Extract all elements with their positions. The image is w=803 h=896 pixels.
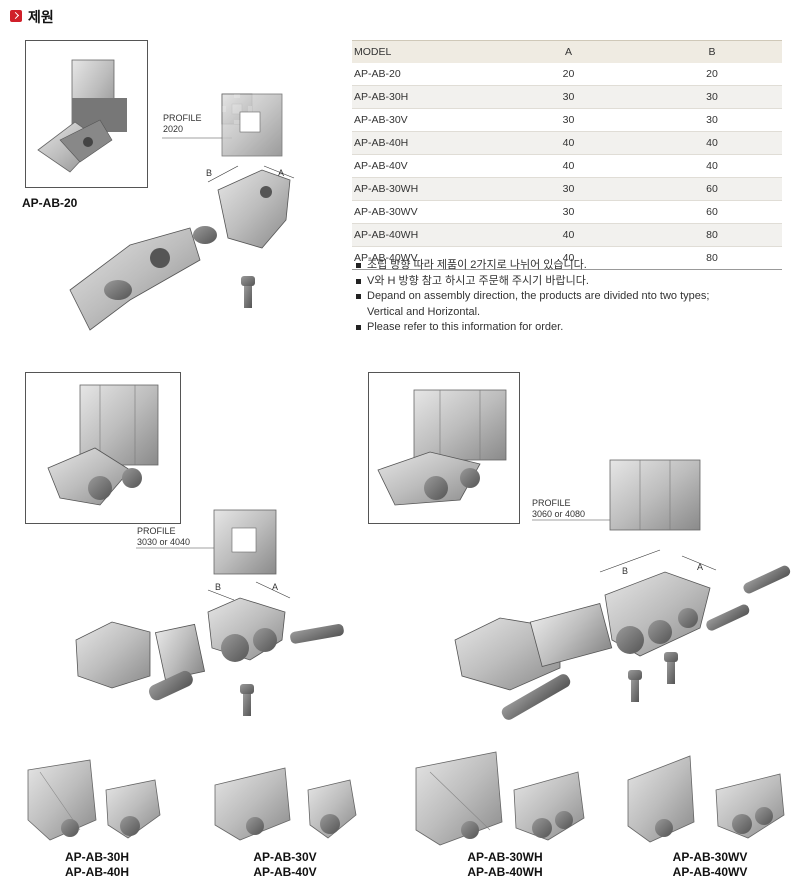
cell-model: AP-AB-30WH (352, 177, 495, 201)
caption-line: AP-AB-40WV (672, 865, 748, 879)
profile-label-size: 3030 or 4040 (137, 537, 191, 547)
profile-label: PROFILE 3030 or 4040 (137, 526, 190, 548)
cell-b: 40 (642, 131, 782, 155)
spec-table-header-row: MODEL A B (352, 40, 782, 63)
cell-b: 80 (642, 246, 782, 270)
note-item-continuation: Vertical and Horizontal. (367, 305, 481, 318)
cell-a: 30 (495, 85, 642, 109)
caption-group: AP-AB-30H AP-AB-40H (52, 850, 142, 880)
dim-b-label: B (206, 168, 213, 178)
dim-b-label: B (215, 582, 222, 592)
cell-a: 40 (495, 131, 642, 155)
caption-line: AP-AB-40WH (467, 865, 543, 879)
exploded-view-ap-ab-30w (454, 459, 791, 720)
cell-a: 40 (495, 246, 642, 270)
note-item: Please refer to this information for ord… (355, 320, 785, 336)
photo-ap-ab-30-illustration (47, 384, 159, 506)
cell-a: 30 (495, 108, 642, 132)
caption-group: AP-AB-30V AP-AB-40V (240, 850, 330, 880)
cell-model: AP-AB-40WH (352, 223, 495, 247)
col-header-a: A (495, 40, 642, 63)
notes-list: 조립 방향 따라 제품이 2가지로 나뉘어 있습니다. V와 H 방향 참고 하… (355, 258, 785, 336)
caption-line: AP-AB-40H (64, 865, 129, 879)
bottom-illustration-30wv (627, 755, 785, 843)
profile-label: PROFILE 3060 or 4080 (532, 498, 585, 520)
section-arrow-icon (10, 10, 22, 22)
cell-a: 40 (495, 223, 642, 247)
cell-a: 30 (495, 200, 642, 224)
photo-ap-ab-30w-illustration (377, 389, 507, 506)
cell-model: AP-AB-40V (352, 154, 495, 178)
caption-line: AP-AB-30V (253, 850, 317, 864)
profile-label-title: PROFILE (532, 498, 571, 508)
bottom-illustration-30v (214, 767, 357, 841)
note-item: V와 H 방향 참고 하시고 주문해 주시기 바랍니다. (355, 274, 785, 290)
caption-line: AP-AB-30WH (467, 850, 543, 864)
note-item: 조립 방향 따라 제품이 2가지로 나뉘어 있습니다. (355, 258, 785, 274)
caption-line: AP-AB-30WV (672, 850, 748, 864)
cell-b: 60 (642, 200, 782, 224)
cell-model: AP-AB-40WV (352, 246, 495, 270)
col-header-b: B (642, 40, 782, 63)
cell-b: 80 (642, 223, 782, 247)
bottom-illustration-30h (27, 759, 161, 841)
cell-model: AP-AB-20 (352, 63, 495, 86)
profile-label-size: 3060 or 4080 (532, 509, 586, 519)
cell-a: 30 (495, 177, 642, 201)
bottom-illustration-30wh (415, 751, 585, 846)
cell-b: 30 (642, 85, 782, 109)
col-header-model: MODEL (352, 40, 495, 63)
dim-b-label: B (622, 566, 629, 576)
dim-a-label: A (272, 582, 279, 592)
caption-line: AP-AB-30H (64, 850, 129, 864)
cell-a: 20 (495, 63, 642, 86)
cell-model: AP-AB-40H (352, 131, 495, 155)
cell-a: 40 (495, 154, 642, 178)
cell-model: AP-AB-30H (352, 85, 495, 109)
section-title: 제원 (28, 9, 54, 25)
dim-a-label: A (697, 562, 704, 572)
profile-label: PROFILE 2020 (163, 113, 202, 135)
profile-label-title: PROFILE (137, 526, 176, 536)
profile-label-size: 2020 (163, 124, 184, 134)
cell-b: 40 (642, 154, 782, 178)
note-item: Depand on assembly direction, the produc… (355, 289, 785, 305)
exploded-view-ap-ab-30 (75, 509, 344, 716)
exploded-view-ap-ab-20 (69, 93, 295, 331)
cell-b: 20 (642, 63, 782, 86)
cell-b: 60 (642, 177, 782, 201)
photo-ap-ab-20-illustration (37, 59, 127, 173)
cell-b: 30 (642, 108, 782, 132)
caption-group: AP-AB-30WV AP-AB-40WV (660, 850, 760, 880)
cell-model: AP-AB-30WV (352, 200, 495, 224)
caption-group: AP-AB-30WH AP-AB-40WH (455, 850, 555, 880)
caption-line: AP-AB-40V (253, 865, 317, 879)
cell-model: AP-AB-30V (352, 108, 495, 132)
caption-ap-ab-20: AP-AB-20 (22, 196, 78, 210)
profile-label-title: PROFILE (163, 113, 202, 123)
